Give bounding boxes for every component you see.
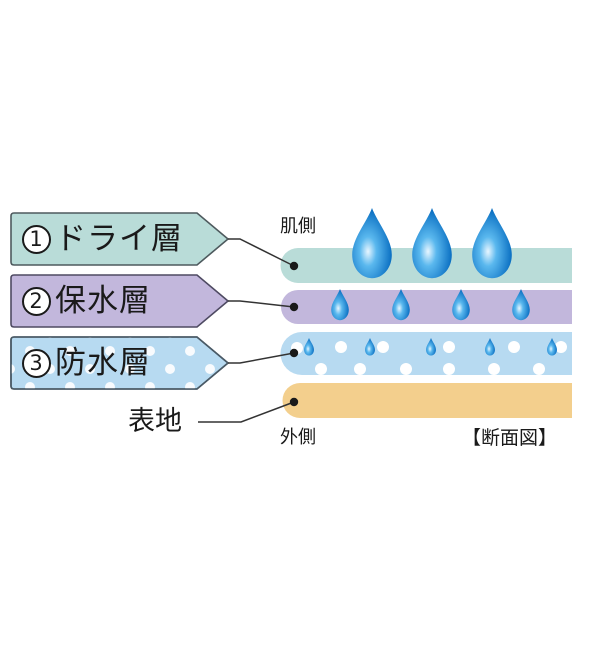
water-retention-layer-label: 2 保水層	[22, 286, 151, 317]
water-drop-icon	[412, 208, 452, 279]
leader-lines	[198, 238, 295, 423]
tag-water-retention-layer	[10, 274, 230, 328]
layer-name: 保水層	[55, 283, 151, 319]
waterproof-layer-label: 3 防水層	[22, 348, 151, 379]
water-drop-icon	[352, 208, 392, 279]
layer-name: ドライ層	[55, 221, 183, 257]
water-drop-icon	[472, 208, 512, 279]
outer-fabric-label: 表地	[128, 406, 182, 437]
leader-dots	[289, 261, 299, 407]
dry-layer-label: 1 ドライ層	[22, 224, 183, 255]
outer-side-label: 外側	[280, 427, 316, 448]
layer-band-water-retention	[281, 290, 572, 324]
large-water-drops	[352, 208, 512, 279]
number-badge: 1	[22, 225, 51, 254]
number-badge: 3	[22, 349, 51, 378]
layer-band-waterproof	[280, 332, 572, 375]
skin-side-label: 肌側	[280, 216, 316, 237]
number-badge: 2	[22, 287, 51, 316]
layer-band-outer-fabric	[282, 383, 572, 418]
layer-name: 防水層	[55, 345, 151, 381]
tag-dry-layer	[10, 212, 230, 266]
cross-section-title: 【断面図】	[462, 427, 558, 449]
